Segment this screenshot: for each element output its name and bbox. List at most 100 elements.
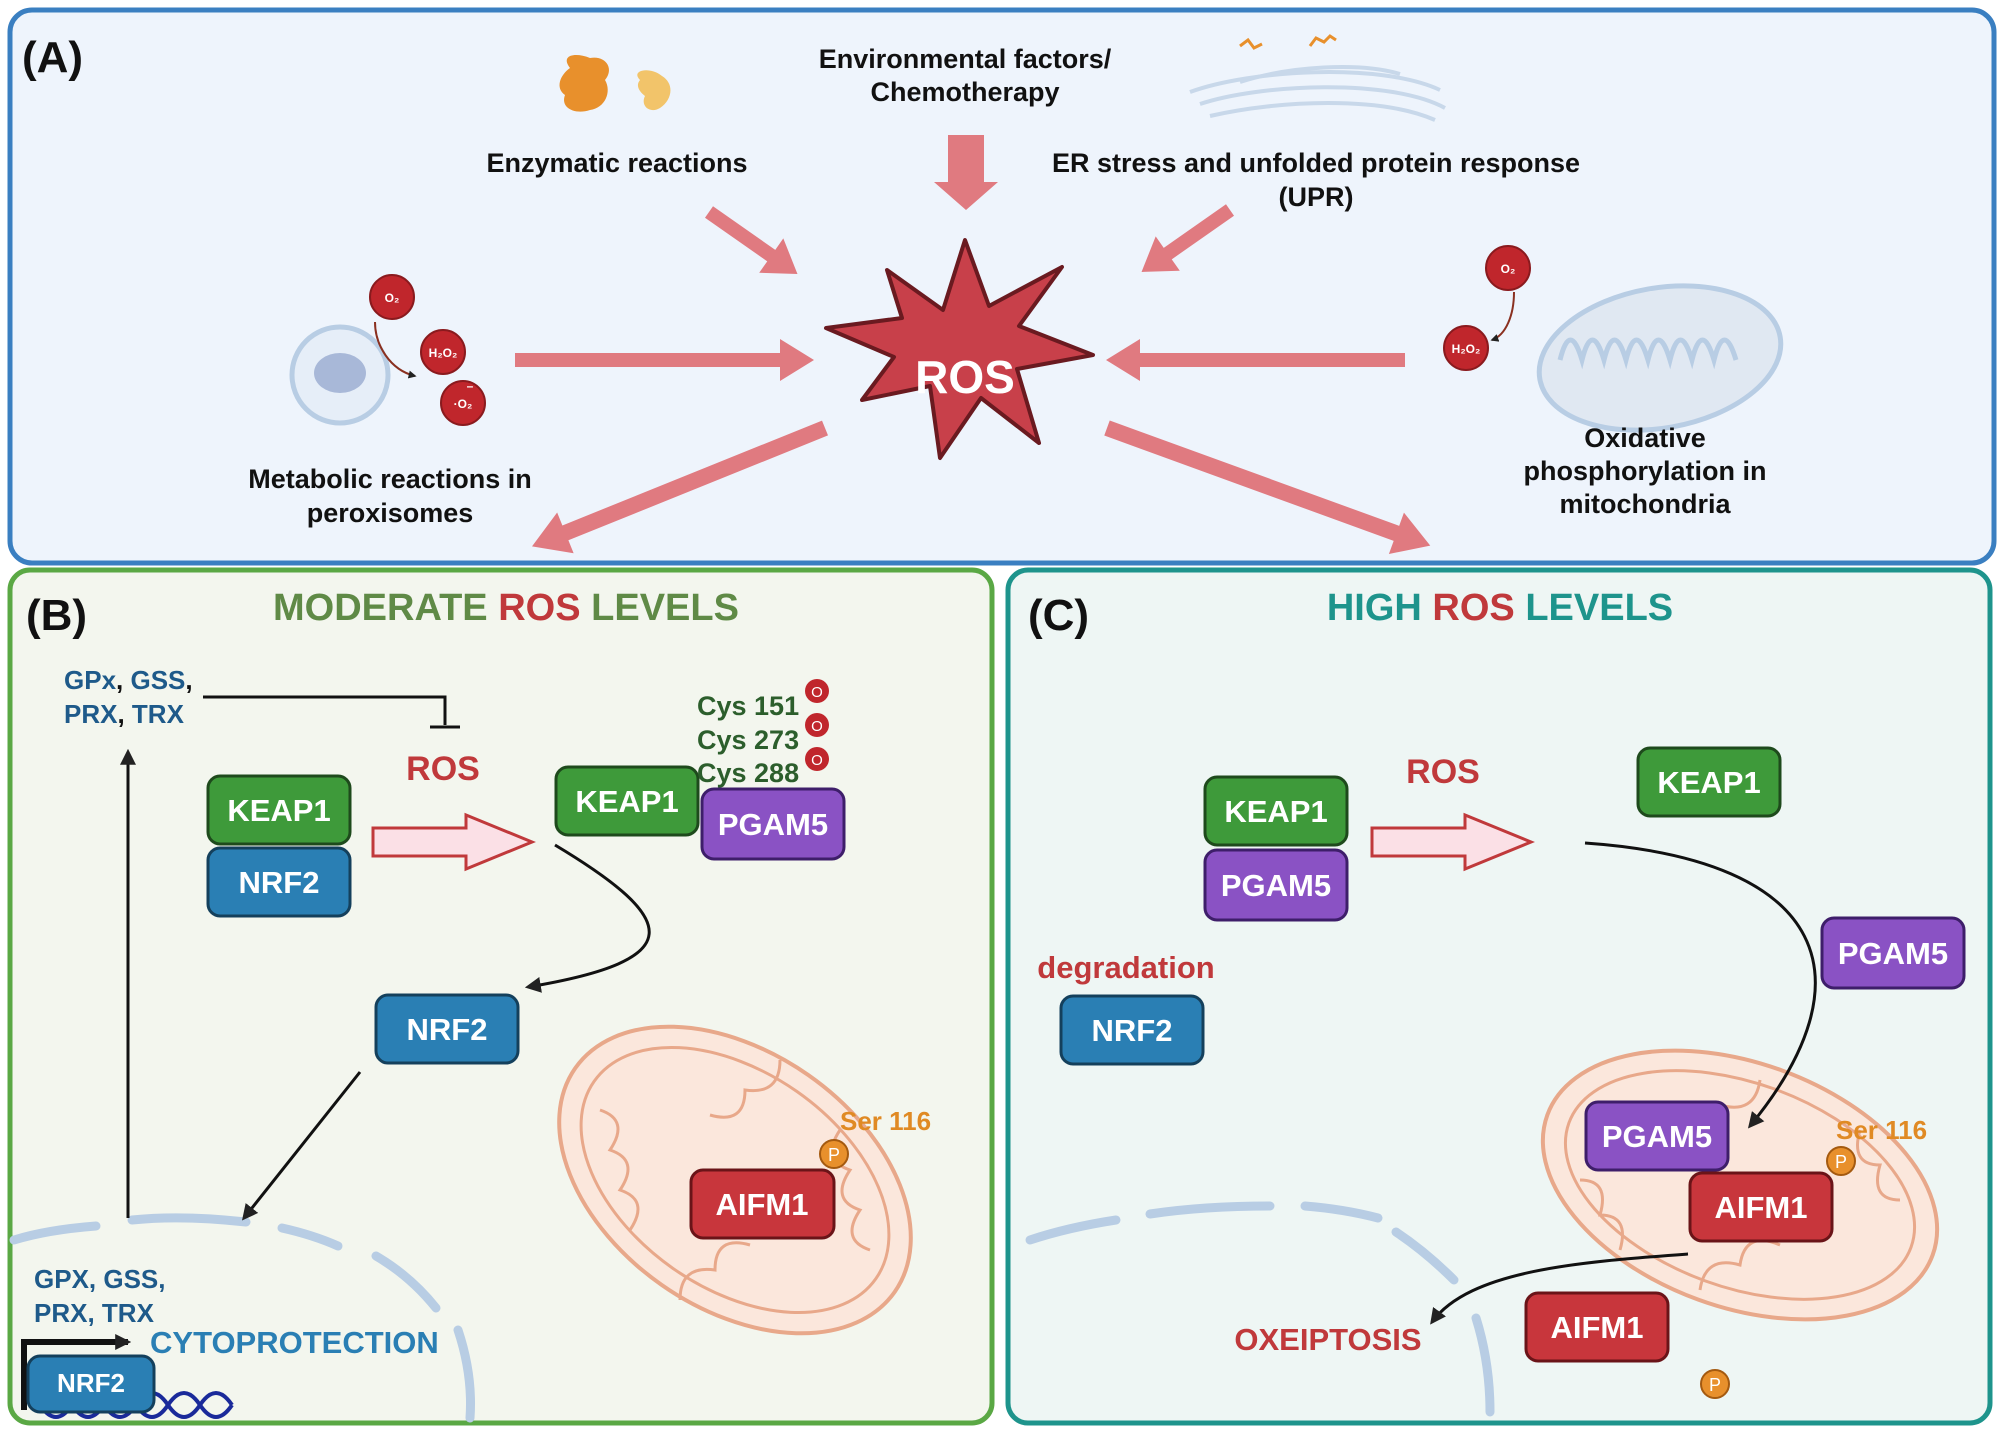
oxidation-mark: O: [805, 747, 829, 771]
svg-text:AIFM1: AIFM1: [1551, 1310, 1644, 1345]
panel-b-label: (B): [26, 591, 87, 640]
svg-text:KEAP1: KEAP1: [575, 784, 678, 819]
svg-text:O: O: [811, 752, 823, 769]
ros-label-c: ROS: [1406, 753, 1480, 791]
svg-text:NRF2: NRF2: [407, 1012, 488, 1047]
arrow-environmental: [934, 135, 998, 210]
svg-text:AIFM1: AIFM1: [1715, 1190, 1808, 1225]
svg-text:P: P: [828, 1145, 840, 1165]
svg-text:PGAM5: PGAM5: [1838, 936, 1948, 971]
svg-text:PGAM5: PGAM5: [1221, 868, 1331, 903]
svg-text:KEAP1: KEAP1: [1224, 794, 1327, 829]
target-genes-line2: PRX, TRX: [34, 1298, 155, 1328]
ros-label: ROS: [915, 351, 1015, 403]
peroxisomes-label-line2: peroxisomes: [307, 498, 474, 528]
translocation-arrow: [242, 1071, 362, 1221]
superoxide-charge: –: [467, 379, 474, 393]
cys-151-label: Cys 151: [697, 691, 799, 721]
er-icon: [1189, 34, 1446, 122]
panel-c: (C) HIGH ROS LEVELS ROS KEAP1 PGAM5: [1005, 567, 1993, 1426]
keap1-free-box-c: KEAP1: [1636, 746, 1782, 818]
ser-116-label-b: Ser 116: [840, 1106, 931, 1136]
svg-text:NRF2: NRF2: [239, 865, 320, 900]
phospho-mark-b: P: [819, 1139, 849, 1169]
svg-text:O: O: [811, 718, 823, 735]
nrf2-dna-box-b: NRF2: [26, 1354, 156, 1414]
ros-action-arrow-c: [1370, 812, 1535, 872]
panel-a-label: (A): [22, 33, 83, 82]
pgam5-mito-box-c: PGAM5: [1584, 1100, 1730, 1172]
inhibition-line: [203, 695, 447, 725]
svg-text:NRF2: NRF2: [57, 1368, 125, 1398]
arrow-enzymatic: [704, 206, 798, 274]
keap1-box-b: KEAP1: [206, 774, 352, 846]
arrow-to-panel-c: [1104, 420, 1431, 555]
molecule-superoxide: ·O₂ –: [440, 379, 486, 426]
nucleus-membrane-c: [1025, 1201, 1495, 1417]
molecule-o2-right: O₂: [1485, 245, 1531, 291]
h2o2-label: H₂O₂: [1452, 342, 1481, 356]
er-stress-label-line1: ER stress and unfolded protein response: [1052, 148, 1580, 178]
svg-text:KEAP1: KEAP1: [1657, 765, 1760, 800]
keap1-box-c: KEAP1: [1203, 775, 1349, 847]
nucleus-membrane-b: [9, 1213, 475, 1423]
svg-text:PGAM5: PGAM5: [718, 807, 828, 842]
panel-b: (B) MODERATE ROS LEVELS GPx, GSS,: [7, 567, 995, 1426]
nrf2-box-b: NRF2: [206, 846, 352, 918]
svg-text:P: P: [1835, 1152, 1847, 1172]
aifm1-mito-box-c: AIFM1: [1688, 1171, 1834, 1243]
panel-a-frame: [7, 7, 1997, 566]
mito-label-line2: phosphorylation in: [1524, 456, 1767, 486]
enzyme-icon: [559, 55, 671, 112]
superoxide-label: ·O₂: [454, 397, 473, 411]
arrow-mitochondria: [1106, 339, 1405, 381]
molecule-h2o2-left: H₂O₂: [420, 329, 466, 375]
aifm1-box-b: AIFM1: [689, 1168, 836, 1240]
svg-text:PGAM5: PGAM5: [1602, 1119, 1712, 1154]
molecule-arrow: [374, 321, 417, 379]
enzymes-line2: PRX, TRX: [64, 699, 185, 729]
er-stress-label-line2: (UPR): [1279, 182, 1354, 212]
mito-label-line3: mitochondria: [1559, 489, 1731, 519]
aifm1-released-box-c: AIFM1: [1524, 1291, 1670, 1363]
svg-text:AIFM1: AIFM1: [716, 1187, 809, 1222]
cytoprotection-label: CYTOPROTECTION: [150, 1325, 439, 1360]
pgam5-box-b: PGAM5: [700, 787, 846, 861]
pgam5-box-c: PGAM5: [1203, 848, 1349, 922]
panel-c-label: (C): [1028, 591, 1089, 640]
pgam5-translocation-arrow: [1584, 841, 1817, 1129]
cys-288-label: Cys 288: [697, 758, 799, 788]
molecule-o2-left: O₂: [369, 274, 415, 320]
svg-text:P: P: [1709, 1375, 1721, 1395]
arrow-peroxisomes: [515, 339, 814, 381]
arrow-er-stress: [1141, 204, 1235, 272]
mito-label-line1: Oxidative: [1584, 423, 1706, 453]
arrow-to-panel-b: [532, 420, 828, 554]
ser-116-label-c: Ser 116: [1836, 1115, 1927, 1145]
svg-text:KEAP1: KEAP1: [227, 793, 330, 828]
ros-action-arrow-b: [371, 812, 536, 872]
keap1-box-b2: KEAP1: [554, 765, 700, 837]
oxeiptosis-label: OXEIPTOSIS: [1234, 1322, 1421, 1357]
peroxisome-icon: [289, 324, 391, 426]
release-arrow-b: [524, 843, 651, 993]
phospho-mark-released: P: [1700, 1369, 1730, 1399]
h2o2-label: H₂O₂: [429, 346, 458, 360]
ros-arrows: [515, 135, 1431, 555]
ros-star: [824, 238, 1095, 460]
degradation-label: degradation: [1037, 950, 1214, 985]
svg-text:O: O: [811, 684, 823, 701]
enzymes-line1: GPx, GSS,: [64, 665, 193, 695]
phospho-mark-c: P: [1826, 1146, 1856, 1176]
oxeiptosis-arrow: [1430, 1252, 1689, 1325]
peroxisomes-label-line1: Metabolic reactions in: [248, 464, 532, 494]
oxidation-mark: O: [805, 679, 829, 703]
ros-label-b: ROS: [406, 750, 480, 788]
mitochondrion-icon: [1536, 283, 1784, 433]
cys-273-label: Cys 273: [697, 725, 799, 755]
svg-text:NRF2: NRF2: [1092, 1013, 1173, 1048]
enzymatic-label: Enzymatic reactions: [486, 148, 747, 178]
oxidation-mark: O: [805, 713, 829, 737]
molecule-arrow: [1490, 291, 1515, 342]
nrf2-box-c: NRF2: [1059, 994, 1205, 1066]
